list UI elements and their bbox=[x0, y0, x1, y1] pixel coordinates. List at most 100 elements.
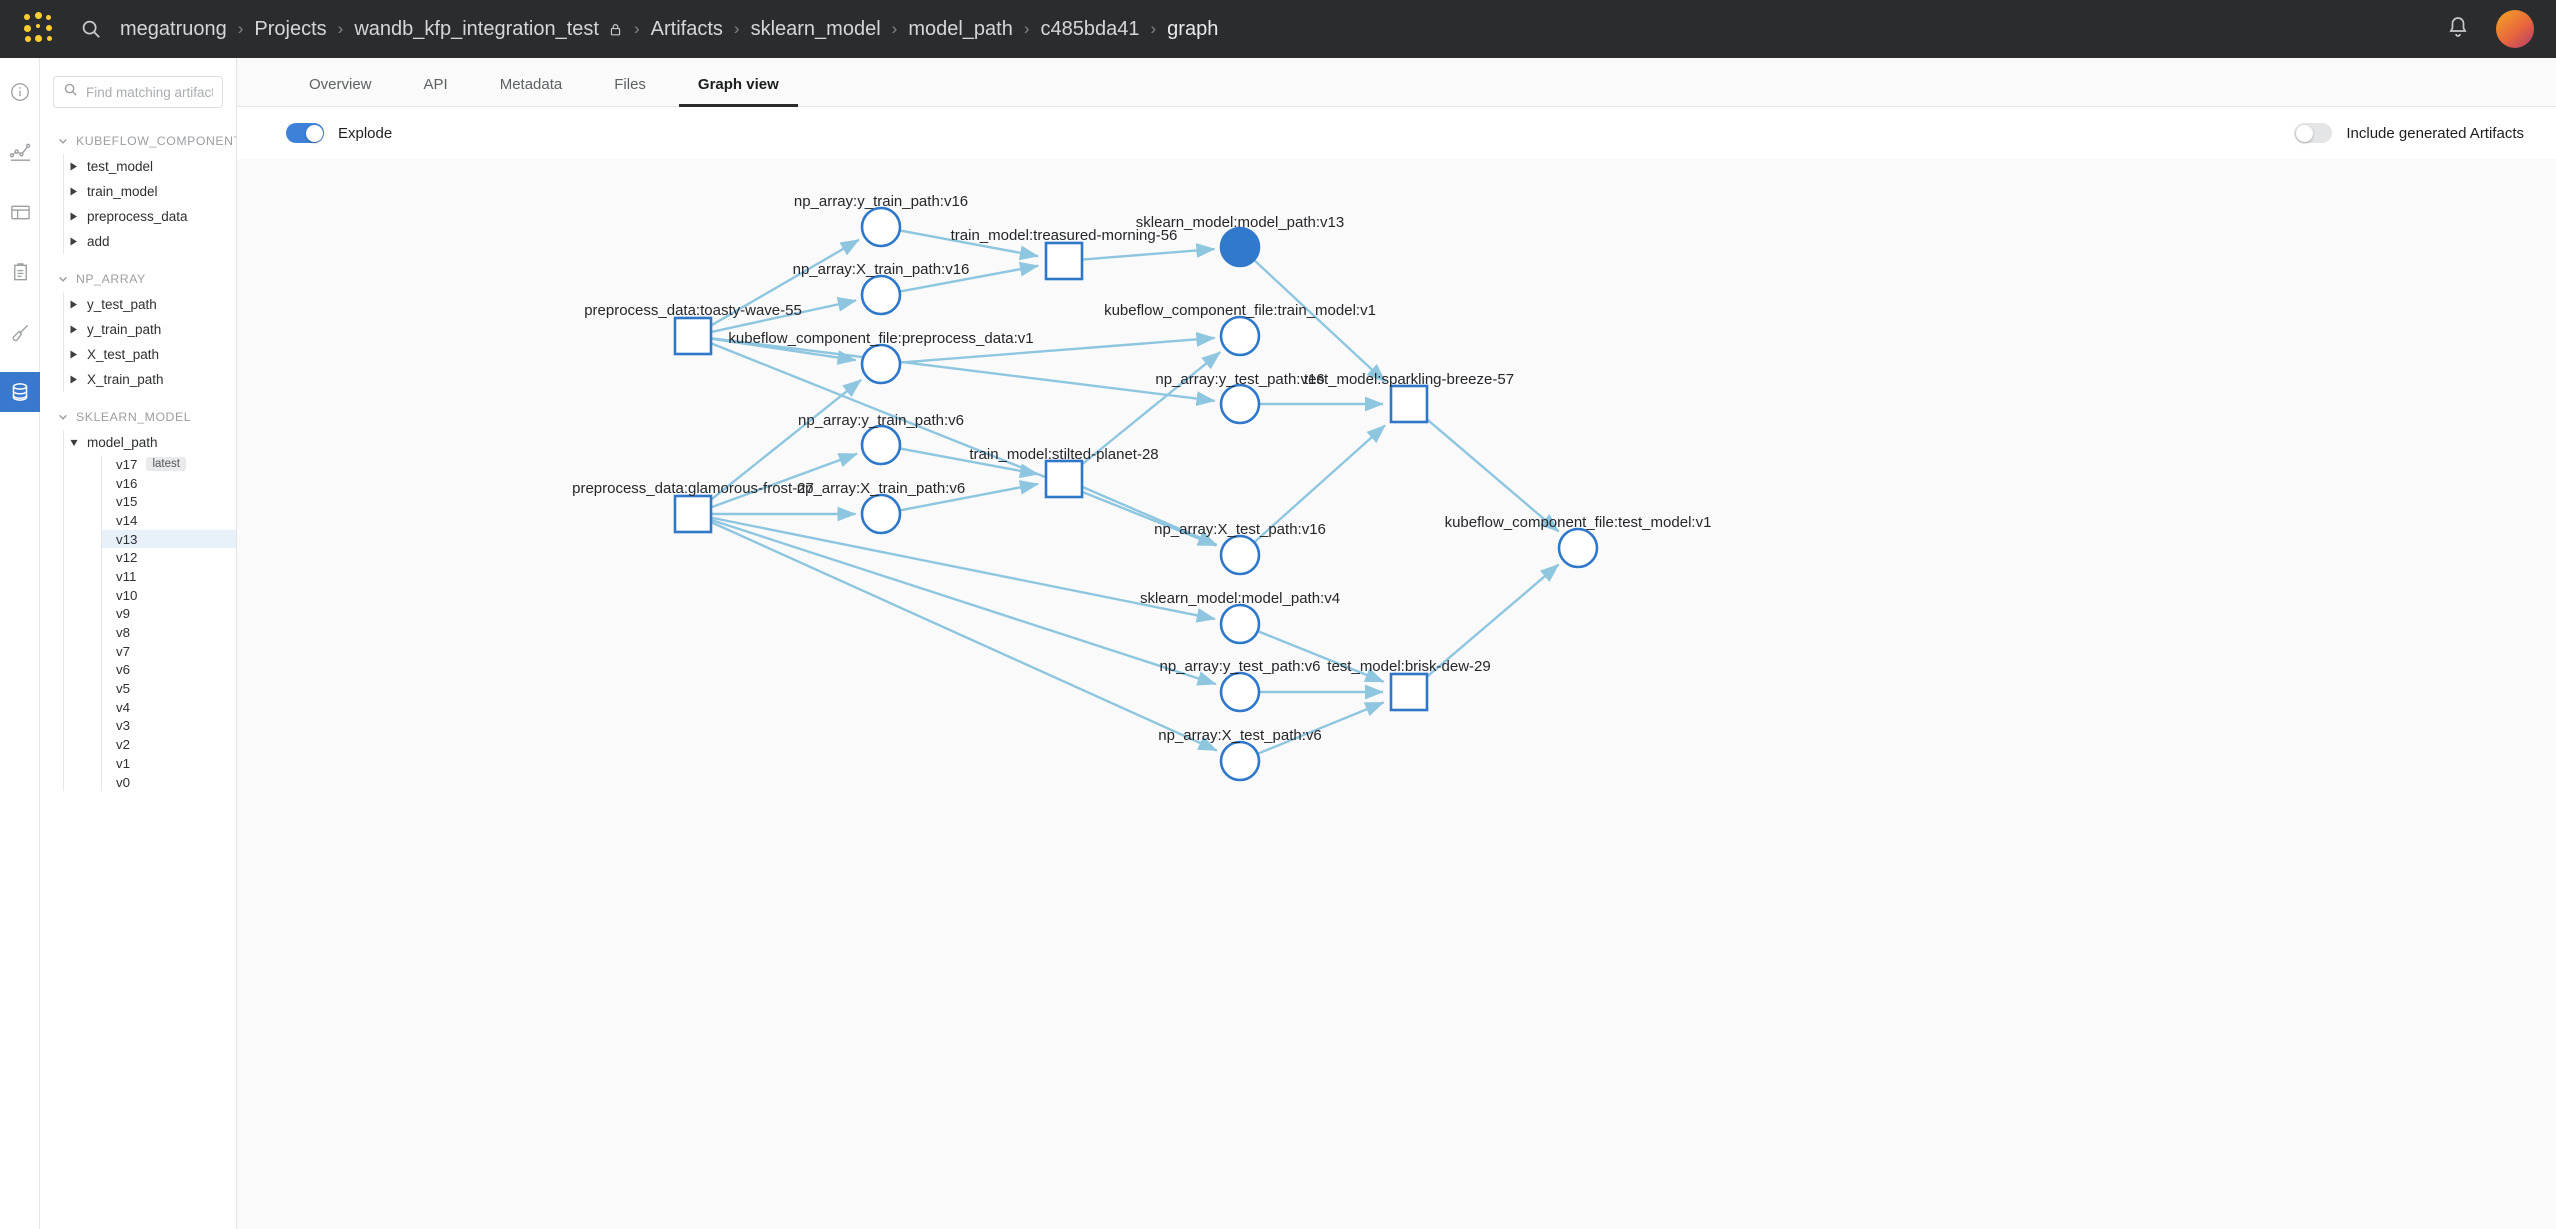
graph-edge bbox=[899, 480, 1040, 512]
breadcrumb-item-c485bda41[interactable]: c485bda41 bbox=[1041, 18, 1140, 41]
version-item-v8[interactable]: v8 bbox=[102, 623, 236, 642]
include-generated-artifacts-toggle[interactable] bbox=[2294, 123, 2333, 143]
tree-item-preprocess_data[interactable]: preprocess_data bbox=[64, 204, 236, 229]
graph-node[interactable] bbox=[1044, 241, 1084, 281]
tab-label: Graph view bbox=[697, 76, 779, 93]
graph-node-selected[interactable] bbox=[1219, 226, 1261, 268]
breadcrumb-item-sklearn-model[interactable]: sklearn_model bbox=[751, 18, 881, 41]
tab-api[interactable]: API bbox=[405, 76, 467, 106]
graph-node[interactable] bbox=[860, 343, 902, 385]
version-label: v13 bbox=[116, 531, 138, 547]
graph-node[interactable] bbox=[1389, 672, 1429, 712]
version-item-v13[interactable]: v13 bbox=[102, 529, 236, 549]
breadcrumb-item-model-path[interactable]: model_path bbox=[908, 18, 1013, 41]
version-item-v4[interactable]: v4 bbox=[102, 698, 236, 717]
tab-label: API bbox=[423, 76, 448, 93]
tree-group-sklearn-model[interactable]: SKLEARN_MODEL bbox=[40, 404, 236, 430]
tree-item-X_test_path[interactable]: X_test_path bbox=[64, 342, 236, 367]
tree-item-X_train_path[interactable]: X_train_path bbox=[64, 367, 236, 392]
tab-overview[interactable]: Overview bbox=[290, 76, 391, 106]
version-item-v12[interactable]: v12 bbox=[102, 548, 236, 567]
graph-edge bbox=[710, 521, 1218, 752]
clipboard-report-icon[interactable] bbox=[0, 252, 40, 292]
tree-item-label: y_train_path bbox=[87, 322, 162, 337]
graph-node[interactable] bbox=[1557, 527, 1599, 569]
info-icon[interactable] bbox=[0, 72, 40, 112]
icon-rail bbox=[0, 58, 40, 1229]
version-item-v3[interactable]: v3 bbox=[102, 717, 236, 736]
version-item-v10[interactable]: v10 bbox=[102, 586, 236, 605]
version-item-v2[interactable]: v2 bbox=[102, 735, 236, 754]
breadcrumb-item-wandb-kfp-integration-test[interactable]: wandb_kfp_integration_test bbox=[354, 18, 623, 41]
tree-item-model_path[interactable]: model_path bbox=[64, 430, 236, 455]
tab-graph-view[interactable]: Graph view bbox=[678, 76, 798, 107]
graph-node[interactable] bbox=[1219, 671, 1261, 713]
graph-node[interactable] bbox=[1219, 315, 1261, 357]
graph-node[interactable] bbox=[1389, 384, 1429, 424]
caret-right-icon bbox=[70, 237, 78, 246]
graph-node[interactable] bbox=[1219, 534, 1261, 576]
graph-node[interactable] bbox=[860, 424, 902, 466]
version-label: v3 bbox=[116, 718, 131, 734]
version-item-v7[interactable]: v7 bbox=[102, 642, 236, 661]
tree-item-label: X_test_path bbox=[87, 347, 160, 362]
bell-icon[interactable] bbox=[2446, 15, 2470, 44]
wandb-logo[interactable] bbox=[22, 11, 58, 47]
artifact-search[interactable] bbox=[53, 76, 223, 108]
graph-node-label: np_array:y_train_path:v6 bbox=[798, 412, 964, 429]
explode-toggle[interactable] bbox=[286, 123, 324, 143]
search-input[interactable] bbox=[86, 84, 213, 100]
search-icon[interactable] bbox=[80, 18, 102, 40]
line-chart-icon[interactable] bbox=[0, 132, 40, 172]
version-item-v6[interactable]: v6 bbox=[102, 661, 236, 680]
tree-group-kubeflow-component-[interactable]: KUBEFLOW_COMPONENT... bbox=[40, 128, 236, 154]
version-item-v5[interactable]: v5 bbox=[102, 679, 236, 698]
graph-node[interactable] bbox=[673, 494, 713, 534]
explode-label: Explode bbox=[338, 124, 393, 142]
graph-node[interactable] bbox=[1219, 740, 1261, 782]
tab-metadata[interactable]: Metadata bbox=[481, 76, 582, 106]
graph-node[interactable] bbox=[860, 493, 902, 535]
graph-node[interactable] bbox=[860, 274, 902, 316]
tab-files[interactable]: Files bbox=[595, 76, 665, 106]
tree-item-test_model[interactable]: test_model bbox=[64, 154, 236, 179]
tree-item-y_test_path[interactable]: y_test_path bbox=[64, 292, 236, 317]
graph-node[interactable] bbox=[673, 316, 713, 356]
tab-label: Overview bbox=[309, 76, 372, 93]
table-icon[interactable] bbox=[0, 192, 40, 232]
tree-group-spacer bbox=[40, 254, 236, 266]
user-avatar[interactable] bbox=[2496, 10, 2534, 48]
version-item-v14[interactable]: v14 bbox=[102, 511, 236, 530]
breadcrumb-item-artifacts[interactable]: Artifacts bbox=[651, 18, 723, 41]
graph-edge bbox=[710, 297, 858, 334]
breadcrumb-item-megatruong[interactable]: megatruong bbox=[120, 18, 227, 41]
breadcrumb: megatruong›Projects›wandb_kfp_integratio… bbox=[120, 18, 1218, 41]
graph-node[interactable] bbox=[1219, 603, 1261, 645]
graph-node[interactable] bbox=[1044, 459, 1084, 499]
graph-edge bbox=[1081, 485, 1218, 546]
version-item-v9[interactable]: v9 bbox=[102, 605, 236, 624]
tree-item-y_train_path[interactable]: y_train_path bbox=[64, 317, 236, 342]
graph-node[interactable] bbox=[860, 206, 902, 248]
graph-node[interactable] bbox=[1219, 383, 1261, 425]
tree-group-np-array[interactable]: NP_ARRAY bbox=[40, 266, 236, 292]
version-item-v16[interactable]: v16 bbox=[102, 474, 236, 493]
version-item-v1[interactable]: v1 bbox=[102, 754, 236, 773]
version-item-v15[interactable]: v15 bbox=[102, 492, 236, 511]
paintbrush-icon[interactable] bbox=[0, 312, 40, 352]
tree-item-train_model[interactable]: train_model bbox=[64, 179, 236, 204]
breadcrumb-item-graph[interactable]: graph bbox=[1167, 18, 1218, 41]
tree-item-add[interactable]: add bbox=[64, 229, 236, 254]
version-item-v0[interactable]: v0 bbox=[102, 773, 236, 792]
graph-edge bbox=[710, 452, 858, 509]
caret-right-icon bbox=[70, 300, 78, 309]
breadcrumb-item-projects[interactable]: Projects bbox=[254, 18, 326, 41]
version-item-v11[interactable]: v11 bbox=[102, 567, 236, 586]
breadcrumb-label: model_path bbox=[908, 17, 1013, 40]
breadcrumb-separator: › bbox=[1150, 19, 1157, 38]
database-artifacts-icon[interactable] bbox=[0, 372, 40, 412]
tree-item-label: test_model bbox=[87, 159, 154, 174]
